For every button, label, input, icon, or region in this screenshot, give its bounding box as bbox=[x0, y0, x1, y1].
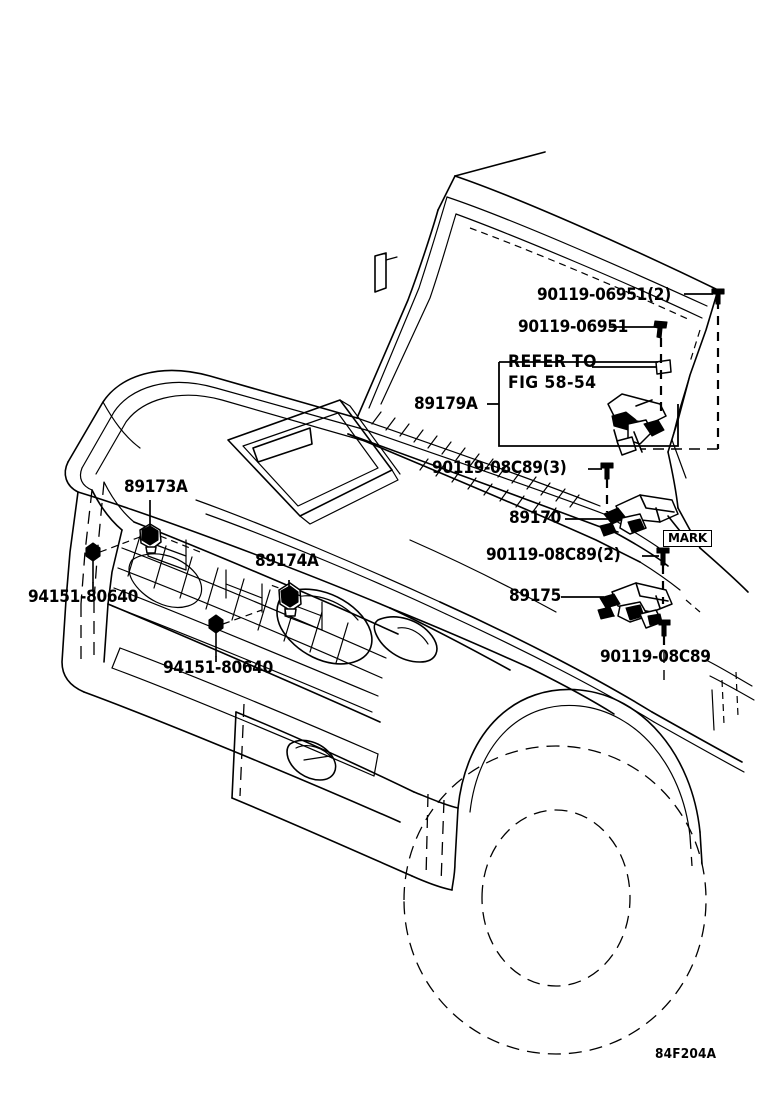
label-refer-to-fig: REFER TO FIG 58-54 bbox=[508, 352, 597, 392]
label-clip-upper: 94151-80640 bbox=[28, 587, 139, 606]
bolt-windshield-upper-glyph bbox=[711, 288, 725, 305]
bolt-fender-glyph bbox=[658, 619, 671, 637]
figure-code: 84F204A bbox=[655, 1046, 717, 1062]
label-mark-box: MARK bbox=[663, 530, 712, 547]
horn-low-component bbox=[278, 582, 302, 617]
clip-upper-component bbox=[85, 542, 101, 583]
label-bolt-sensor-upper: 90119-08C89(3) bbox=[432, 458, 567, 477]
refer-to-target-glyph bbox=[655, 359, 672, 375]
front-end-group bbox=[61, 481, 459, 891]
clip-lower-component bbox=[208, 614, 224, 657]
windshield-group bbox=[347, 151, 719, 533]
label-horn-high: 89173A bbox=[124, 477, 188, 496]
label-cowl-assy: 89179A bbox=[414, 394, 478, 413]
hood-group bbox=[64, 369, 641, 669]
bolt-sensor-lower-glyph bbox=[656, 547, 670, 566]
label-clip-lower: 94151-80640 bbox=[163, 658, 274, 677]
bolt-windshield-lower-glyph bbox=[653, 320, 668, 339]
label-sensor-upper: 89170 bbox=[509, 508, 561, 527]
label-bolt-windshield-lower: 90119-06951 bbox=[518, 317, 629, 336]
label-sensor-lower: 89175 bbox=[509, 586, 561, 605]
label-bolt-sensor-lower: 90119-08C89(2) bbox=[486, 545, 621, 564]
leader-lines bbox=[92, 293, 713, 662]
sensor-upper-component bbox=[599, 494, 689, 541]
label-horn-low: 89174A bbox=[255, 551, 319, 570]
cowl-sensor-component bbox=[607, 393, 667, 456]
label-bolt-fender: 90119-08C89 bbox=[600, 647, 711, 666]
bolt-sensor-upper-glyph bbox=[600, 462, 614, 480]
label-bolt-windshield-upper: 90119-06951(2) bbox=[537, 285, 671, 304]
horn-high-component bbox=[139, 523, 162, 554]
assembly-dashed-lines bbox=[605, 300, 720, 680]
